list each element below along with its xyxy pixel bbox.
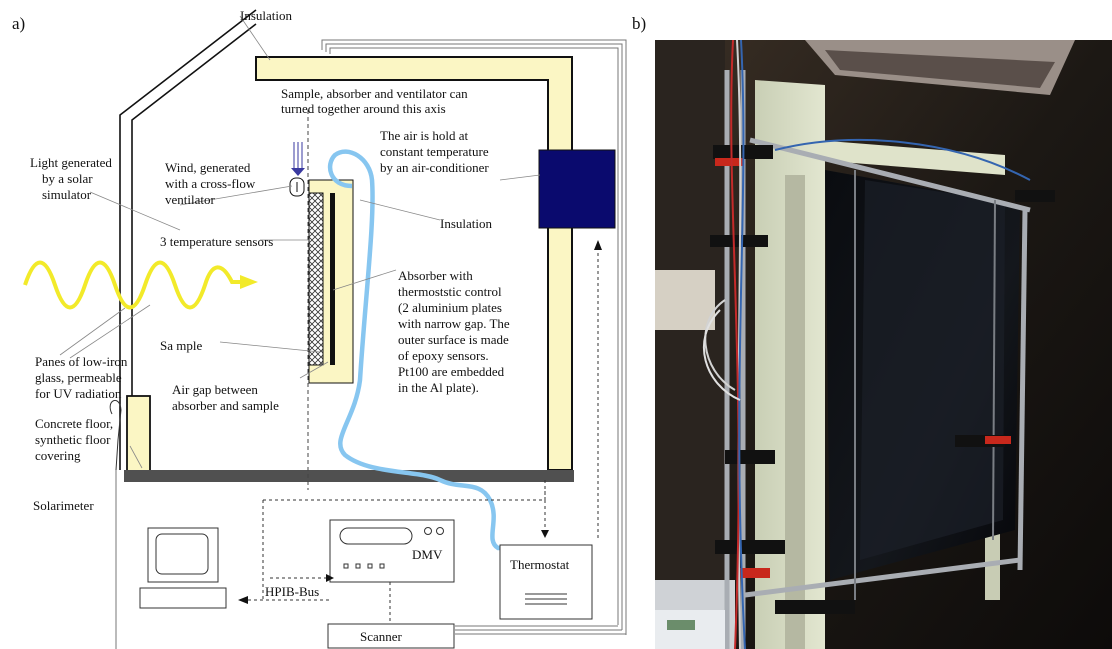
label-wind-1: Wind, generated	[165, 160, 251, 175]
label-floor-3: covering	[35, 448, 81, 463]
label-panes-3: for UV radiation	[35, 386, 122, 401]
label-air-note-3: by an air-conditioner	[380, 160, 489, 175]
label-air-note-1: The air is hold at	[380, 128, 468, 143]
label-sample: Sa mple	[160, 338, 202, 353]
label-floor-2: synthetic floor	[35, 432, 111, 447]
label-scanner: Scanner	[360, 629, 403, 644]
panel-b-label-holder: b)	[632, 14, 646, 33]
label-light-3: simulator	[42, 187, 92, 202]
label-axis-note-2: turned together around this axis	[281, 101, 446, 116]
air-conditioner-box	[538, 149, 616, 229]
label-air-gap-1: Air gap between	[172, 382, 258, 397]
label-insulation-inner: Insulation	[440, 216, 492, 231]
label-absorber-2: thermoststic control	[398, 284, 502, 299]
label-absorber-5: outer surface is made	[398, 332, 509, 347]
label-absorber-8: in the Al plate).	[398, 380, 479, 395]
label-wind-2: with a cross-flow	[165, 176, 256, 191]
test-rig-photo	[655, 40, 1112, 649]
label-air-note-2: constant temperature	[380, 144, 489, 159]
panel-label-b: b)	[632, 14, 646, 33]
label-absorber-4: with narrow gap. The	[398, 316, 510, 331]
label-absorber-6: of epoxy sensors.	[398, 348, 489, 363]
sample-plate	[308, 192, 324, 366]
label-absorber-7: Pt100 are embedded	[398, 364, 505, 379]
floor-slab	[124, 470, 574, 482]
cable-lines	[115, 39, 627, 649]
label-light-2: by a solar	[42, 171, 93, 186]
label-panes-1: Panes of low-iron	[35, 354, 128, 369]
label-absorber-1: Absorber with	[398, 268, 473, 283]
light-arrow-head	[240, 275, 258, 289]
label-air-gap-2: absorber and sample	[172, 398, 279, 413]
solarimeter	[109, 400, 122, 471]
label-light-1: Light generated	[30, 155, 112, 170]
scanner-box	[327, 623, 455, 649]
label-floor-1: Concrete floor,	[35, 416, 113, 431]
panel-label-a: a)	[12, 14, 25, 33]
dmv-instrument	[329, 519, 455, 583]
label-insulation-top: Insulation	[240, 8, 292, 23]
connection-arrows	[238, 240, 602, 604]
label-absorber-3: (2 aluminium plates	[398, 300, 502, 315]
label-solarimeter: Solarimeter	[33, 498, 94, 513]
insulation-block-left	[126, 395, 151, 473]
ventilator	[289, 142, 305, 197]
label-hpib-bus: HPIB-Bus	[265, 584, 319, 599]
test-chamber-schematic: a)	[12, 8, 627, 649]
label-wind-3: ventilator	[165, 192, 215, 207]
label-thermostat: Thermostat	[510, 557, 570, 572]
leader-lines	[59, 15, 541, 469]
thermostat-box	[499, 544, 593, 620]
label-axis-note-1: Sample, absorber and ventilator can	[281, 86, 468, 101]
label-sensors: 3 temperature sensors	[160, 234, 273, 249]
absorber-plate	[330, 193, 335, 365]
computer	[139, 527, 227, 609]
chamber-walls	[119, 9, 257, 470]
light-wave	[23, 260, 240, 310]
coolant-pipe	[327, 149, 505, 551]
label-dmv: DMV	[412, 547, 443, 562]
insulation-wall	[255, 56, 573, 471]
data-connections	[248, 250, 599, 624]
label-panes-2: glass, permeable	[35, 370, 122, 385]
